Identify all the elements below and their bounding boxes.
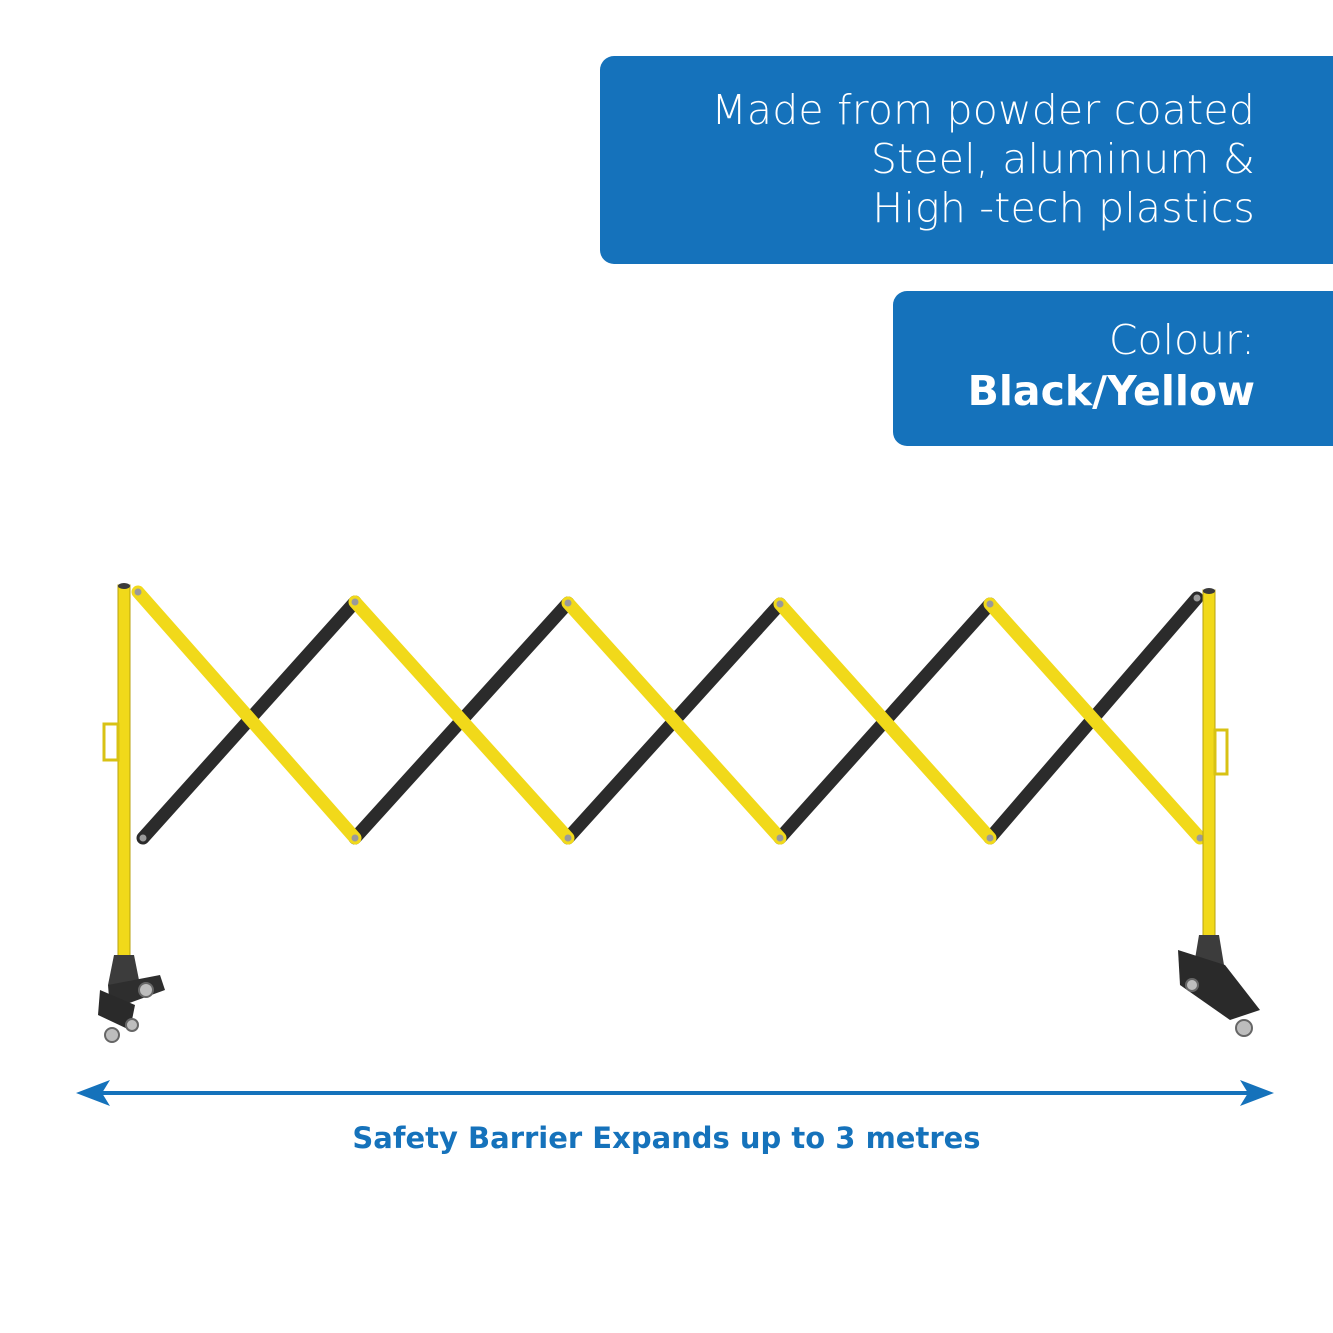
lattice-yellow-bar: [983, 597, 1207, 845]
material-line-1: Made from powder coated: [711, 86, 1255, 134]
lattice-rivet: [986, 600, 994, 608]
left-post: [102, 583, 131, 971]
lattice-yellow-bar: [561, 596, 787, 845]
lattice-rivet: [134, 588, 142, 596]
lattice-rivet: [1196, 834, 1204, 842]
lattice-rivet: [564, 599, 572, 607]
material-line-3: High -tech plastics: [872, 184, 1255, 232]
colour-label: Colour:: [1108, 316, 1255, 364]
width-arrow-icon: [76, 1080, 1274, 1106]
lattice-rivet: [986, 834, 994, 842]
lattice-rivet: [1193, 594, 1201, 602]
lattice-yellow-bar: [773, 597, 997, 845]
lattice-rivet: [776, 834, 784, 842]
material-line-2: Steel, aluminum &: [870, 135, 1255, 183]
right-post: [1202, 588, 1229, 956]
lattice-rivet: [139, 834, 147, 842]
lattice-yellow-bar: [131, 585, 362, 845]
lattice-rivet: [776, 600, 784, 608]
colour-value: Black/Yellow: [967, 367, 1255, 415]
material-callout: Made from powder coated Steel, aluminum …: [600, 56, 1333, 264]
colour-callout: Colour: Black/Yellow: [893, 291, 1333, 446]
lattice-rivet: [351, 598, 359, 606]
width-caption: Safety Barrier Expands up to 3 metres: [352, 1121, 981, 1155]
left-wheel-base: [98, 955, 165, 1043]
barrier-illustration: [98, 583, 1260, 1043]
lattice-yellow-bar: [348, 595, 575, 845]
lattice-rivet: [351, 834, 359, 842]
lattice-rivet: [564, 834, 572, 842]
right-wheel-base: [1178, 935, 1260, 1037]
scissor-lattice: [131, 585, 1207, 845]
